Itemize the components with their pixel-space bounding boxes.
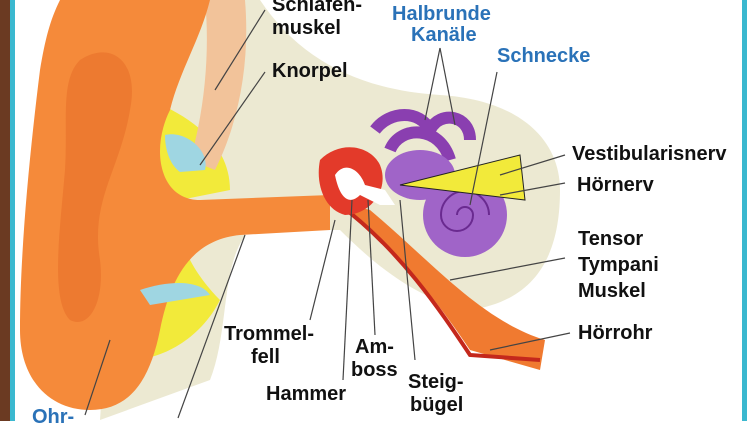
- label-schlaefenmuskel-2: muskel: [272, 17, 341, 39]
- label-trommelfell-1: Trommel-: [224, 323, 315, 345]
- cartilage-blue-1: [165, 134, 206, 172]
- label-tensor-1: Tensor: [578, 228, 644, 250]
- label-ohr: Ohr-: [32, 406, 75, 428]
- label-steigbuegel-2: bügel: [410, 394, 464, 416]
- label-vestibularisnerv: Vestibularisnerv: [572, 143, 727, 165]
- label-schnecke: Schnecke: [497, 45, 591, 67]
- nerves: [399, 154, 526, 201]
- label-hoernerv: Hörnerv: [577, 174, 654, 196]
- label-steigbuegel-1: Steig-: [408, 371, 464, 393]
- label-amboss-1: Am-: [355, 336, 394, 358]
- ossicles: [335, 167, 395, 205]
- label-halbrunde-2: Kanäle: [411, 24, 477, 46]
- label-schlaefenmuskel-1: Schläfen-: [272, 0, 363, 16]
- label-tensor-3: Muskel: [578, 280, 646, 302]
- label-knorpel: Knorpel: [272, 60, 348, 82]
- label-amboss-2: boss: [351, 359, 398, 381]
- label-halbrunde-1: Halbrunde: [392, 3, 491, 25]
- label-hammer: Hammer: [266, 383, 347, 405]
- label-tensor-2: Tympani: [578, 254, 659, 276]
- cartilage-blue-2: [140, 283, 210, 305]
- label-trommelfell-2: fell: [251, 346, 280, 368]
- leader-lines: [84, 9, 571, 419]
- label-hoerrohr: Hörrohr: [578, 322, 653, 344]
- left-photo-strip: [0, 0, 10, 421]
- ear-fold: [58, 52, 132, 322]
- tube-red-line: [338, 203, 541, 362]
- right-frame-border: [742, 0, 747, 421]
- left-frame-border: [10, 0, 15, 421]
